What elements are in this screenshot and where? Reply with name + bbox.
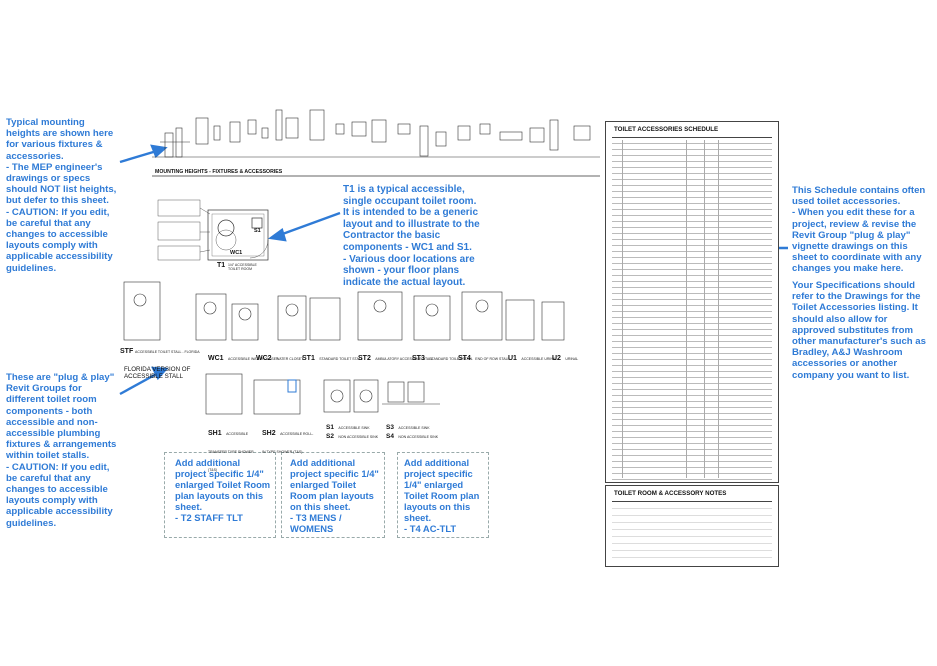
sh2-tag: SH2	[262, 430, 276, 437]
schedule-title: TOILET ACCESSORIES SCHEDULE	[614, 126, 719, 133]
schedule-grid	[612, 137, 772, 482]
florida-label: FLORIDA VERSION OF ACCESSIBLE STALL	[124, 366, 191, 380]
note-specifications-text: Your Specifications should refer to the …	[792, 280, 926, 381]
wc2-stall-tag: WC2	[256, 355, 272, 362]
note-mounting-heights: Typical mounting heights are shown here …	[6, 117, 120, 274]
u1-tag: U1	[508, 355, 517, 362]
placeholder-t2-text: Add additional project specific 1/4" enl…	[175, 457, 271, 523]
accessories-schedule: TOILET ACCESSORIES SCHEDULE	[605, 121, 779, 483]
wc1-stall-label: WC1 ACCESSIBLE WATER CLOSET	[208, 347, 278, 365]
note-specifications: Your Specifications should refer to the …	[792, 280, 932, 381]
stf-tag-group: STF ACCESSIBLE TOILET STALL - FLORIDA	[120, 348, 200, 355]
u1-desc: ACCESSIBLE URINAL	[521, 357, 558, 361]
stf-tag: STF	[120, 348, 134, 355]
wc1-tag: WC1	[230, 250, 243, 256]
placeholder-box-t3: Add additional project specific 1/4" enl…	[281, 452, 385, 538]
arrow-t1	[267, 211, 341, 242]
wc1-stall-desc: ACCESSIBLE WATER CLOSET	[228, 357, 279, 361]
sh1-label: SH1 ACCESSIBLE TRANSFER TYPE SHOWER (T&S…	[208, 422, 256, 476]
st3-stall-tag: ST3	[412, 355, 425, 362]
placeholder-t3-text: Add additional project specific 1/4" enl…	[290, 457, 379, 534]
mounting-heights-title: MOUNTING HEIGHTS - FIXTURES & ACCESSORIE…	[155, 169, 283, 175]
note-plug-and-play: These are "plug & play" Revit Groups for…	[6, 372, 122, 529]
st2-stall-label: ST2 AMBULATORY ACCESSIBLE STALL	[358, 347, 433, 365]
t1-sub-label: 1/4" ACCESSIBLE TOILET ROOM	[228, 263, 257, 271]
note-t1-text: T1 is a typical accessible, single occup…	[343, 184, 480, 288]
note-mounting-heights-text: Typical mounting heights are shown here …	[6, 117, 117, 274]
t1-plan	[157, 199, 269, 261]
st4-stall-desc: END OF ROW STALL	[475, 357, 510, 361]
note-plug-and-play-text: These are "plug & play" Revit Groups for…	[6, 372, 117, 529]
placeholder-t4-text: Add additional project specific 1/4" enl…	[404, 457, 480, 534]
st2-stall-tag: ST2	[358, 355, 371, 362]
accessory-notes-panel: TOILET ROOM & ACCESSORY NOTES	[605, 485, 779, 567]
s1-sink-tag: S1	[326, 424, 334, 431]
s2-sink-desc: NON ACCESSIBLE SINK	[338, 435, 379, 439]
notes-panel-lines	[612, 501, 772, 558]
u2-label: U2 URINAL	[552, 347, 578, 365]
st2-stall-desc: AMBULATORY ACCESSIBLE STALL	[375, 357, 434, 361]
u2-tag: U2	[552, 355, 561, 362]
note-t1-description: T1 is a typical accessible, single occup…	[343, 184, 485, 288]
st4-stall-label: ST4 END OF ROW STALL	[458, 347, 509, 365]
s3-sink-label: S3 ACCESSIBLE SINK	[386, 416, 446, 434]
note-schedule: This Schedule contains often used toilet…	[792, 185, 932, 275]
s4-sink-desc: NON ACCESSIBLE SINK	[398, 435, 439, 439]
st1-stall-tag: ST1	[302, 355, 315, 362]
arrow-mounting	[119, 144, 168, 164]
notes-panel-title: TOILET ROOM & ACCESSORY NOTES	[614, 490, 727, 497]
st1-stall-label: ST1 STANDARD TOILET STALL	[302, 347, 363, 365]
s3-sink-tag: S3	[386, 424, 394, 431]
wc1-stall-tag: WC1	[208, 355, 224, 362]
note-schedule-text: This Schedule contains often used toilet…	[792, 185, 926, 275]
sh1-tag: SH1	[208, 430, 222, 437]
s1-sink-desc: ACCESSIBLE SINK	[338, 426, 370, 430]
u1-label: U1 ACCESSIBLE URINAL	[508, 347, 557, 365]
mounting-heights-elevations	[152, 109, 600, 158]
stf-desc: ACCESSIBLE TOILET STALL - FLORIDA	[135, 350, 200, 354]
s1-tag: S1	[254, 228, 261, 234]
st3-stall-desc: STANDARD TOILET STALL	[429, 357, 473, 361]
s2-sink-label: S2 NON ACCESSIBLE SINK	[326, 425, 386, 443]
sh1-desc: ACCESSIBLE TRANSFER TYPE SHOWER (T&S)	[208, 432, 254, 472]
s1-sink-label: S1 ACCESSIBLE SINK	[326, 416, 386, 434]
st3-stall-label: ST3 STANDARD TOILET STALL	[412, 347, 473, 365]
stall-plans-row	[123, 281, 565, 341]
st4-stall-tag: ST4	[458, 355, 471, 362]
s4-sink-label: S4 NON ACCESSIBLE SINK	[386, 425, 446, 443]
s2-sink-tag: S2	[326, 433, 334, 440]
s3-sink-desc: ACCESSIBLE SINK	[398, 426, 430, 430]
placeholder-box-t4: Add additional project specific 1/4" enl…	[397, 452, 489, 538]
shower-sink-plans	[205, 373, 440, 415]
u2-desc: URINAL	[565, 357, 579, 361]
wc2-stall-label: WC2 WATER CLOSET	[256, 347, 303, 365]
wc2-stall-desc: WATER CLOSET	[276, 357, 304, 361]
s4-sink-tag: S4	[386, 433, 394, 440]
sh2-desc: ACCESSIBLE ROLL-IN TYPE SHOWER (T&S)	[262, 432, 314, 454]
arrow-plug-play	[119, 366, 169, 396]
sh2-label: SH2 ACCESSIBLE ROLL-IN TYPE SHOWER (T&S)	[262, 422, 314, 458]
t1-label: T1	[217, 262, 226, 269]
st1-stall-desc: STANDARD TOILET STALL	[319, 357, 363, 361]
placeholder-box-t2: Add additional project specific 1/4" enl…	[164, 452, 276, 538]
